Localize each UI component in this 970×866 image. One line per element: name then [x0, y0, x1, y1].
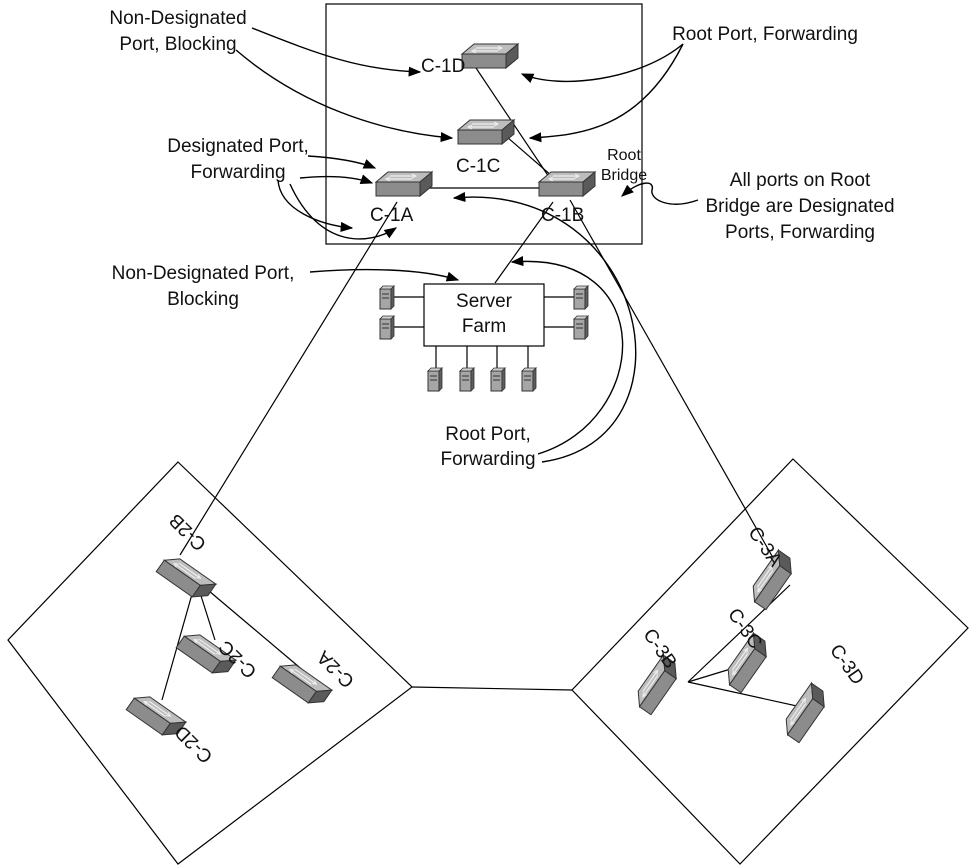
server-icon — [380, 286, 394, 309]
server-icon — [574, 286, 588, 309]
server-farm-label-1: Server — [456, 291, 513, 312]
annotation-designated-port-2: Forwarding — [190, 162, 285, 183]
annotation-root-port-top: Root Port, Forwarding — [672, 24, 858, 45]
switch-c2c-label: C-2C — [215, 636, 261, 682]
server-farm-label-2: Farm — [462, 316, 506, 337]
annotation-all-ports-2: Bridge are Designated — [705, 196, 894, 217]
switch-c1c-icon — [458, 120, 514, 144]
annotation-root-port-bottom-2: Forwarding — [440, 449, 535, 470]
server-icon — [428, 368, 442, 391]
switch-c1b-label: C-1B — [541, 205, 584, 226]
switch-c1a-icon — [376, 172, 432, 196]
switch-c1b-icon — [539, 172, 595, 196]
server-icon — [574, 316, 588, 339]
annotation-arrows — [236, 28, 698, 462]
annotation-root-bridge-2: Bridge — [601, 167, 647, 184]
server-icon — [380, 316, 394, 339]
annotation-root-port-bottom-1: Root Port, — [445, 424, 531, 445]
annotation-nondesignated-mid-2: Blocking — [167, 289, 239, 310]
switch-c3d-label: C-3D — [825, 641, 868, 689]
right-building-box — [572, 459, 968, 864]
switch-c2b-icon — [156, 552, 216, 604]
annotation-nondesignated-top-1: Non-Designated — [109, 8, 246, 29]
annotation-all-ports-1: All ports on Root — [730, 170, 871, 191]
switch-c1a-label: C-1A — [370, 205, 414, 226]
server-icon — [491, 368, 505, 391]
annotation-nondesignated-mid-1: Non-Designated Port, — [112, 263, 295, 284]
switch-c3d-icon — [779, 683, 831, 743]
switch-c1d-label: C-1D — [421, 56, 465, 77]
annotation-designated-port-1: Designated Port, — [167, 136, 309, 157]
switch-c1c-label: C-1C — [456, 156, 500, 177]
switch-c1d-icon — [462, 44, 518, 68]
server-icon — [522, 368, 536, 391]
annotation-root-bridge-1: Root — [607, 147, 641, 164]
annotation-nondesignated-top-2: Port, Blocking — [119, 34, 236, 55]
server-icon — [460, 368, 474, 391]
annotation-all-ports-3: Ports, Forwarding — [725, 222, 875, 243]
